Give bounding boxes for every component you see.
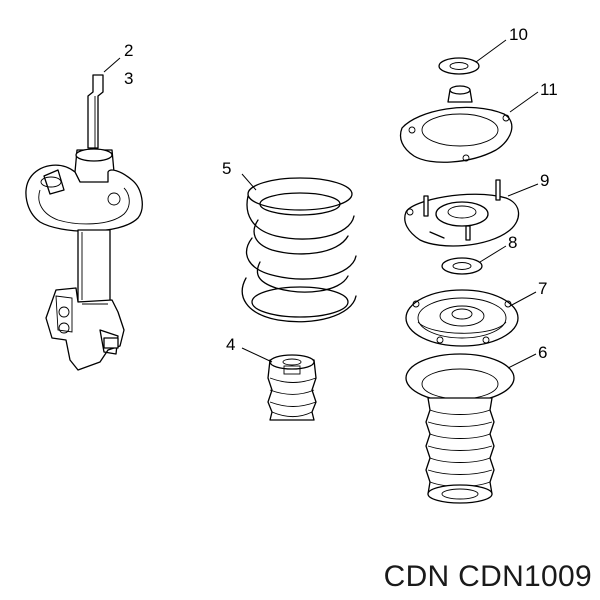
part-number-caption: CDN CDN1009: [383, 560, 592, 593]
callout-labels: 2 3 5 4 10 11 9 8 7 6: [124, 25, 558, 362]
leader-lines: [103, 39, 539, 369]
strut-top-mount: [404, 179, 520, 247]
top-washer: [438, 57, 480, 75]
shock-absorber-strut: [25, 74, 143, 371]
callout-11: 11: [540, 80, 558, 99]
callout-4: 4: [226, 335, 235, 354]
callout-3: 3: [124, 69, 133, 88]
upper-spring-seat: [405, 289, 519, 347]
coil-spring: [241, 177, 357, 323]
callout-8: 8: [508, 233, 517, 252]
callout-10: 10: [509, 25, 528, 44]
bump-stop: [267, 354, 317, 421]
bearing-washer: [441, 257, 483, 275]
callout-5: 5: [222, 159, 231, 178]
dust-boot: [405, 353, 515, 504]
callout-2: 2: [124, 41, 133, 60]
callout-9: 9: [540, 171, 549, 190]
nut-and-gasket: [399, 85, 513, 163]
callout-7: 7: [538, 279, 547, 298]
callout-6: 6: [538, 343, 547, 362]
